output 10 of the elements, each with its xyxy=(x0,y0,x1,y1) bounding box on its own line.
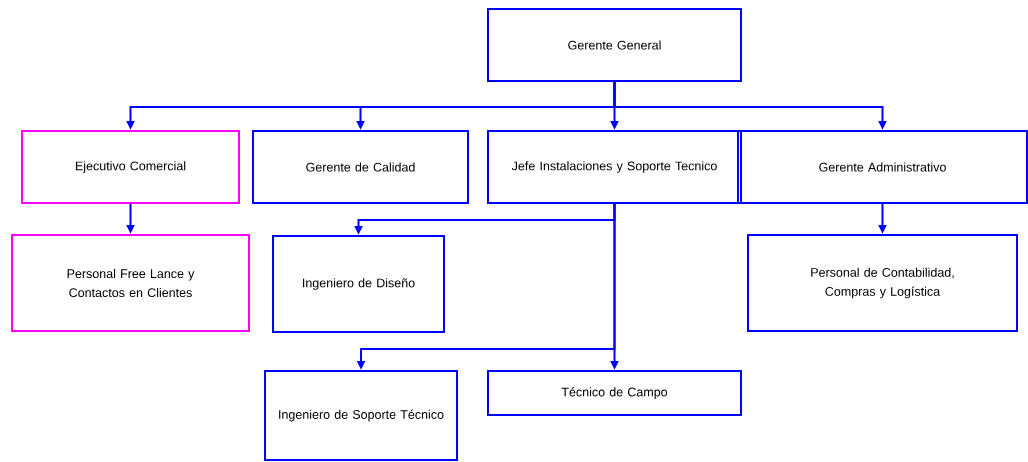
org-box: Personal Free Lance y Contactos en Clientes xyxy=(11,234,250,332)
org-box: Personal de Contabilidad, Compras y Logística xyxy=(747,234,1018,332)
org-box: Gerente General xyxy=(487,8,742,82)
org-box: Técnico de Campo xyxy=(487,370,742,416)
org-box: Gerente de Calidad xyxy=(252,130,469,204)
org-box: Ingeniero de Diseño xyxy=(272,235,445,333)
org-box: Jefe Instalaciones y Soporte Tecnico xyxy=(487,130,742,204)
org-box: Gerente Administrativo xyxy=(737,130,1028,204)
org-box: Ingeniero de Soporte Técnico xyxy=(264,370,458,461)
org-box: Ejecutivo Comercial xyxy=(21,130,240,204)
